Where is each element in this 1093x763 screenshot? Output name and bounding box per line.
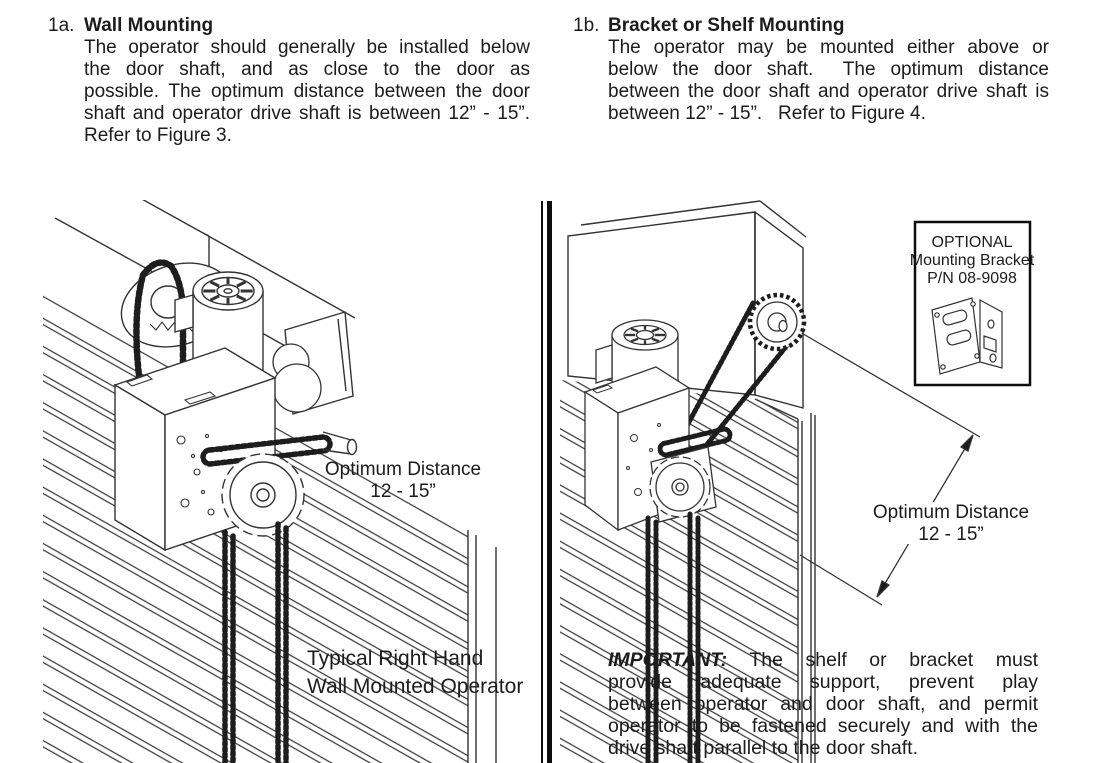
arrowhead-down bbox=[876, 580, 891, 598]
section-1b: 1b. Bracket or Shelf Mounting The operat… bbox=[573, 15, 1049, 125]
divider-thin-line bbox=[541, 201, 543, 763]
door-shaft-sprocket bbox=[678, 292, 807, 461]
dimension-label-line1: Optimum Distance bbox=[325, 459, 481, 480]
text-line: The operator may be mounted either above… bbox=[608, 37, 1049, 58]
text-line: below the door shaft. The optimum distan… bbox=[608, 59, 1049, 80]
figure-3-wall-mounting-diagram: Optimum Distance 12 - 15” Typical Right … bbox=[43, 200, 523, 763]
dimension-lines bbox=[792, 327, 981, 606]
important-label: IMPORTANT: bbox=[608, 649, 728, 671]
vent-slot bbox=[125, 374, 154, 387]
vent-slot bbox=[183, 391, 217, 405]
control-box bbox=[583, 366, 691, 532]
door-guide-rail bbox=[467, 530, 497, 763]
figure-caption-line2: Wall Mounted Operator bbox=[307, 675, 523, 698]
text-line: provide adequate support, prevent play bbox=[608, 671, 1038, 693]
drive-chain bbox=[133, 259, 187, 396]
text-line: between the door shaft and operator driv… bbox=[608, 81, 1049, 102]
bracket-illustration bbox=[931, 297, 1003, 375]
section-1a-title: Wall Mounting bbox=[84, 15, 214, 36]
conduit-box bbox=[174, 294, 194, 333]
important-line-1: IMPORTANT: The shelf or bracket must bbox=[608, 649, 1038, 671]
figure-caption-line1: Typical Right Hand bbox=[307, 647, 483, 670]
hand-chain bbox=[222, 521, 289, 763]
bracket-box-line2: Mounting Bracket bbox=[910, 252, 1035, 269]
text-line: shaft and operator drive shaft is betwee… bbox=[84, 103, 530, 124]
arrowhead-up bbox=[959, 434, 974, 452]
conduit-box bbox=[595, 344, 613, 384]
text-line: the door shaft, and as close to the door… bbox=[84, 59, 530, 80]
vent-slot bbox=[591, 384, 614, 394]
text-line: between operator and door shaft, and per… bbox=[608, 693, 1038, 715]
text-line: between 12” - 15”. Refer to Figure 4. bbox=[608, 103, 926, 124]
text-line: The operator should generally be install… bbox=[84, 37, 530, 58]
figure-4-bracket-mounting-diagram: Optimum Distance 12 - 15” OPTIONAL Mount… bbox=[560, 200, 1035, 763]
text-line: drive shaft parallel to the door shaft. bbox=[608, 737, 919, 759]
section-1b-number: 1b. bbox=[573, 15, 600, 36]
dimension-label-line2: 12 - 15” bbox=[370, 481, 435, 502]
bracket-box-line3: P/N 08-9098 bbox=[927, 270, 1017, 287]
text-line: possible. The optimum distance between t… bbox=[84, 81, 530, 102]
text-line: operator to be fastened securely and wit… bbox=[608, 715, 1038, 737]
section-1a-body: The operator should generally be install… bbox=[84, 37, 530, 147]
optional-bracket-callout: OPTIONAL Mounting Bracket P/N 08-9098 bbox=[910, 220, 1035, 387]
text-line: Refer to Figure 3. bbox=[84, 125, 232, 146]
dimension-label-backing bbox=[891, 502, 1011, 544]
clutch-chain-and-shaft bbox=[200, 431, 358, 467]
important-note: IMPORTANT: The shelf or bracket must pro… bbox=[608, 649, 1038, 759]
section-1b-body: The operator may be mounted either above… bbox=[608, 37, 1049, 125]
dimension-label-line2: 12 - 15” bbox=[918, 524, 983, 545]
important-line-1-rest: The shelf or bracket must bbox=[727, 649, 1038, 671]
dimension-label-line1: Optimum Distance bbox=[873, 502, 1029, 523]
divider-thick-line bbox=[547, 201, 552, 763]
door-guide-rail bbox=[754, 398, 816, 763]
section-1a-heading: 1a. Wall Mounting bbox=[48, 15, 530, 37]
section-1b-title: Bracket or Shelf Mounting bbox=[608, 15, 845, 36]
drive-shaft-end bbox=[346, 438, 358, 456]
section-1b-heading: 1b. Bracket or Shelf Mounting bbox=[573, 15, 1049, 37]
clutch-and-gearbox bbox=[649, 426, 733, 523]
bracket-box-line1: OPTIONAL bbox=[932, 234, 1013, 251]
section-1a: 1a. Wall Mounting The operator should ge… bbox=[48, 15, 530, 147]
section-1a-number: 1a. bbox=[48, 15, 75, 36]
gear-reducer bbox=[254, 343, 322, 458]
hand-chain-wheel bbox=[221, 453, 305, 537]
hand-chain bbox=[645, 511, 701, 763]
